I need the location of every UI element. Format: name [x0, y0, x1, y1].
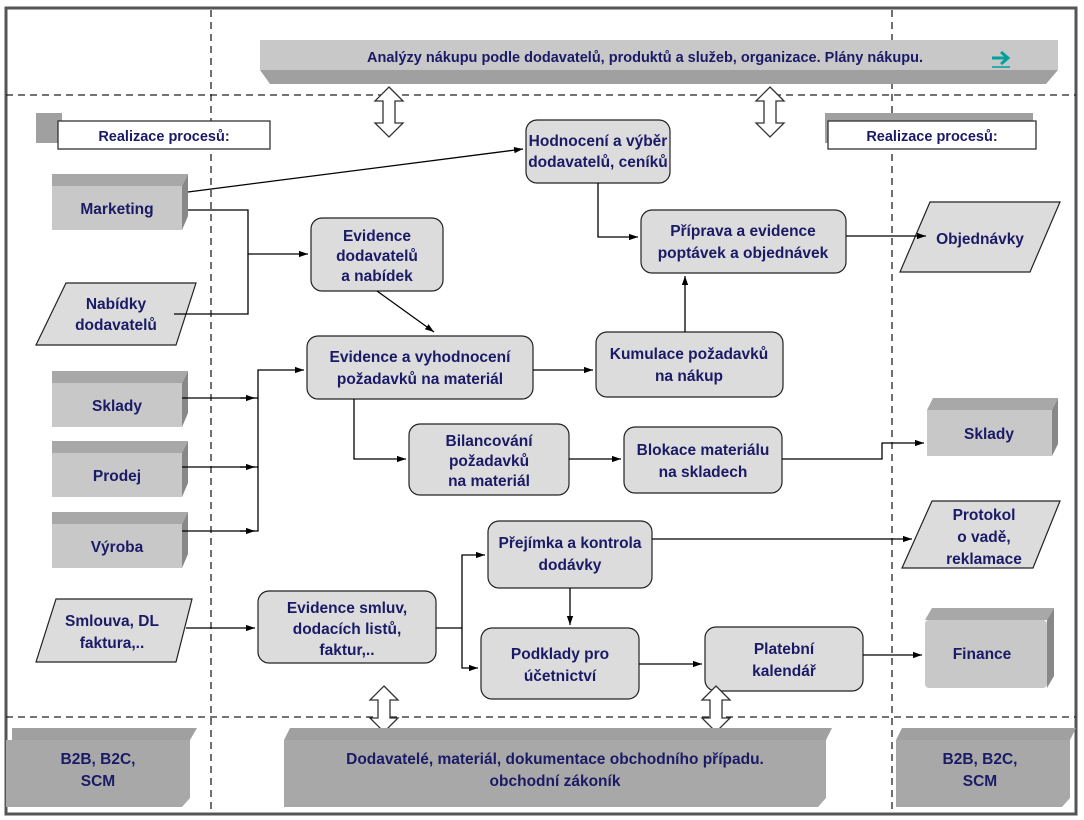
- svg-text:Evidence: Evidence: [343, 228, 411, 245]
- svg-text:a nabídek: a nabídek: [341, 268, 413, 285]
- svg-text:Bilancování: Bilancování: [446, 433, 534, 450]
- svg-text:Realizace procesů:: Realizace procesů:: [98, 129, 229, 145]
- svg-text:požadavků: požadavků: [449, 453, 529, 470]
- svg-text:Příprava a evidence: Příprava a evidence: [670, 223, 816, 240]
- svg-text:Kumulace požadavků: Kumulace požadavků: [610, 346, 769, 363]
- svg-text:dodacích listů,: dodacích listů,: [293, 621, 402, 638]
- process-bilancovani: Bilancování požadavků na materiál: [408, 423, 570, 496]
- top-banner: Analýzy nákupu podle dodavatelů, produkt…: [260, 40, 1058, 84]
- source-smlouva-faktura: Smlouva, DL faktura,..: [35, 598, 193, 663]
- process-evidence-pozadavku: Evidence a vyhodnocení požadavků na mate…: [306, 335, 534, 400]
- output-finance: Finance: [925, 608, 1054, 688]
- svg-text:Evidence smluv,: Evidence smluv,: [287, 600, 407, 617]
- svg-text:Finance: Finance: [953, 646, 1012, 663]
- svg-text:kalendář: kalendář: [752, 663, 816, 680]
- svg-text:B2B, B2C,: B2B, B2C,: [943, 751, 1018, 768]
- source-vyroba: Výroba: [52, 512, 188, 568]
- svg-text:účetnictví: účetnictví: [524, 668, 597, 685]
- svg-text:B2B, B2C,: B2B, B2C,: [61, 751, 136, 768]
- svg-text:poptávek a objednávek: poptávek a objednávek: [658, 245, 829, 262]
- top-banner-text: Analýzy nákupu podle dodavatelů, produkt…: [367, 50, 923, 66]
- process-evidence-smluv: Evidence smluv, dodacích listů, faktur,.…: [257, 590, 437, 664]
- svg-text:faktur,..: faktur,..: [319, 642, 374, 659]
- svg-text:požadavků na materiál: požadavků na materiál: [337, 371, 503, 388]
- svg-text:Dodavatelé, materiál, dokument: Dodavatelé, materiál, dokumentace obchod…: [346, 751, 764, 768]
- process-kumulace: Kumulace požadavků na nákup: [595, 331, 784, 398]
- svg-text:Sklady: Sklady: [92, 398, 142, 415]
- source-prodej: Prodej: [52, 441, 188, 497]
- source-marketing: Marketing: [52, 174, 188, 230]
- svg-text:Sklady: Sklady: [964, 426, 1014, 443]
- source-sklady: Sklady: [52, 371, 188, 427]
- svg-text:dodavatelů: dodavatelů: [75, 317, 157, 334]
- svg-text:obchodní zákoník: obchodní zákoník: [490, 773, 621, 790]
- process-evidence-dodavatelu: Evidence dodavatelů a nabídek: [310, 217, 444, 292]
- svg-text:SCM: SCM: [963, 773, 997, 790]
- svg-text:Objednávky: Objednávky: [936, 231, 1024, 248]
- outer-frame: [4, 6, 1078, 816]
- svg-text:Marketing: Marketing: [80, 201, 153, 218]
- up-down-arrow-icon: [373, 86, 405, 138]
- up-down-arrow-icon: [754, 86, 786, 138]
- up-down-arrow-icon: [700, 685, 732, 733]
- svg-text:Podklady pro: Podklady pro: [511, 646, 609, 663]
- svg-text:Hodnocení a výběr: Hodnocení a výběr: [529, 133, 668, 150]
- svg-text:dodavatelů: dodavatelů: [336, 248, 418, 265]
- svg-text:SCM: SCM: [81, 773, 115, 790]
- svg-text:dodavatelů, ceníků: dodavatelů, ceníků: [528, 154, 668, 171]
- output-protokol: Protokol o vadě, reklamace: [901, 500, 1061, 569]
- svg-text:na nákup: na nákup: [655, 368, 723, 385]
- left-header: Realizace procesů:: [36, 113, 271, 150]
- svg-text:Smlouva, DL: Smlouva, DL: [65, 613, 159, 630]
- source-nabidky-dodavatelu: Nabídky dodavatelů: [35, 282, 197, 346]
- process-priprava: Příprava a evidence poptávek a objednáve…: [640, 209, 847, 274]
- svg-text:Přejímka a kontrola: Přejímka a kontrola: [498, 535, 641, 552]
- svg-text:Nabídky: Nabídky: [86, 296, 147, 313]
- svg-text:dodávky: dodávky: [539, 557, 602, 574]
- output-sklady: Sklady: [927, 398, 1058, 456]
- svg-text:faktura,..: faktura,..: [80, 635, 145, 652]
- process-hodnoceni: Hodnocení a výběr dodavatelů, ceníků: [525, 119, 671, 184]
- right-header: Realizace procesů:: [825, 113, 1037, 150]
- svg-text:o vadě,: o vadě,: [957, 529, 1010, 546]
- svg-text:Protokol: Protokol: [953, 507, 1016, 524]
- svg-text:Evidence a vyhodnocení: Evidence a vyhodnocení: [330, 349, 512, 366]
- bottom-center-banner: Dodavatelé, materiál, dokumentace obchod…: [284, 728, 832, 807]
- svg-text:Výroba: Výroba: [91, 539, 144, 556]
- svg-text:Realizace procesů:: Realizace procesů:: [866, 129, 997, 145]
- svg-text:Blokace materiálu: Blokace materiálu: [637, 442, 770, 459]
- connectors: [174, 147, 926, 672]
- bottom-right-b2b: B2B, B2C, SCM: [896, 728, 1076, 807]
- svg-text:Prodej: Prodej: [93, 468, 141, 485]
- bottom-left-b2b: B2B, B2C, SCM: [6, 728, 197, 807]
- svg-text:reklamace: reklamace: [946, 551, 1022, 568]
- svg-text:na skladech: na skladech: [659, 464, 748, 481]
- svg-text:Platební: Platební: [754, 641, 815, 658]
- output-objednavky: Objednávky: [899, 201, 1061, 273]
- up-down-arrow-icon: [368, 685, 400, 733]
- process-prejimka: Přejímka a kontrola dodávky: [487, 520, 653, 589]
- process-blokace: Blokace materiálu na skladech: [623, 426, 783, 494]
- svg-text:na materiál: na materiál: [448, 473, 530, 490]
- process-podklady: Podklady pro účetnictví: [480, 627, 640, 700]
- teal-right-arrow-icon[interactable]: [992, 50, 1011, 68]
- process-platebni: Platební kalendář: [704, 626, 864, 692]
